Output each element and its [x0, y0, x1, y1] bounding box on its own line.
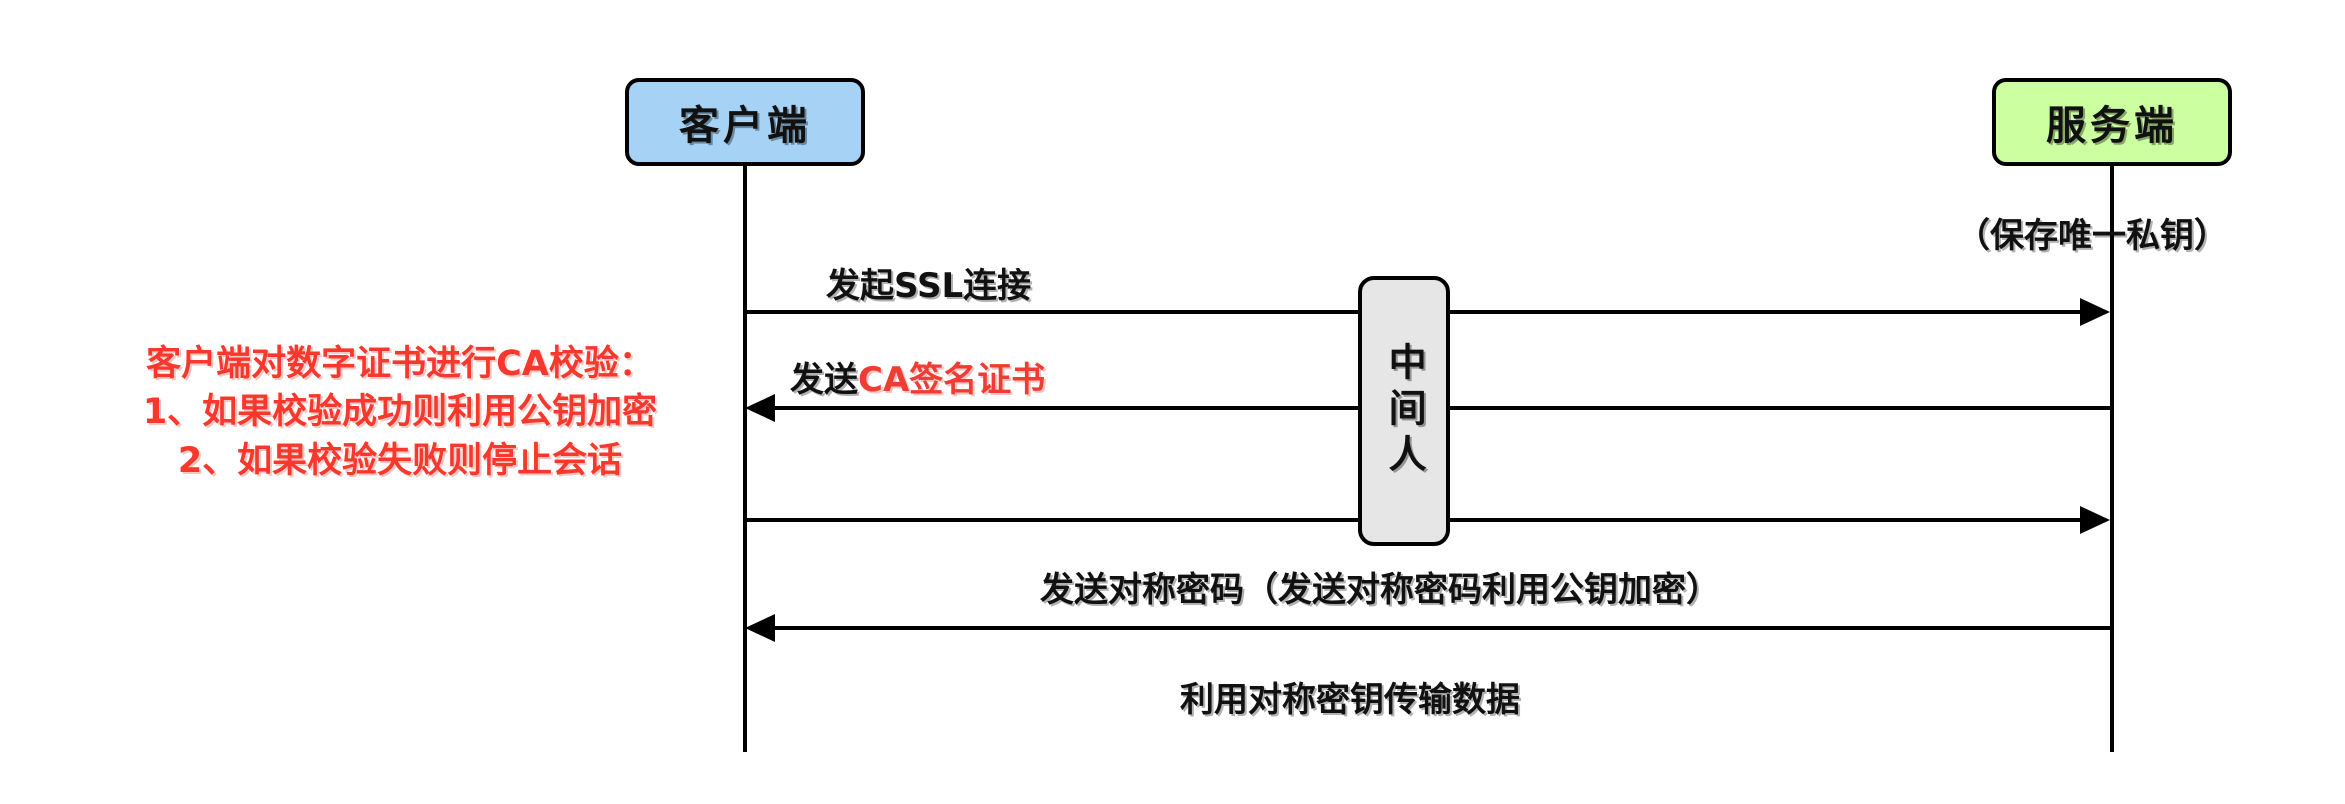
message-4-label-text: 利用对称密钥传输数据: [1180, 680, 1520, 720]
message-4-line: [775, 626, 2112, 630]
message-3-label-text: 发送对称密码（发送对称密码利用公钥加密）: [1040, 570, 1720, 610]
message-1-arrowhead: [2080, 298, 2110, 326]
participant-server[interactable]: 服务端: [1992, 78, 2232, 166]
message-4-arrowhead: [745, 614, 775, 642]
message-2-label-text-accent: CA签名证书: [858, 360, 1046, 400]
client-note-line-2: 1、如果校验成功则利用公钥加密: [142, 392, 658, 433]
participant-client[interactable]: 客户端: [625, 78, 865, 166]
message-1-label-text: 发起SSL连接: [826, 266, 1032, 306]
client-note-line-3: 2、如果校验失败则停止会话: [177, 440, 623, 481]
client-ca-verification-note: 客户端对数字证书进行CA校验： 1、如果校验成功则利用公钥加密 2、如果校验失败…: [60, 340, 740, 485]
message-2-label: 发送CA签名证书: [790, 352, 1045, 401]
participant-client-label: 客户端: [679, 103, 811, 149]
server-lifeline: [2110, 166, 2114, 752]
actor-man-in-the-middle-label: 中间人: [1382, 342, 1427, 480]
actor-man-in-the-middle[interactable]: 中间人: [1358, 276, 1450, 546]
server-private-key-note: （保存唯一私钥）: [1956, 216, 2228, 256]
message-3-arrowhead: [2080, 506, 2110, 534]
client-note-line-1: 客户端对数字证书进行CA校验：: [146, 344, 654, 384]
client-lifeline: [743, 166, 747, 752]
message-2-arrowhead: [745, 394, 775, 422]
message-4-label: 利用对称密钥传输数据: [1180, 672, 1520, 721]
message-3-label: 发送对称密码（发送对称密码利用公钥加密）: [1040, 562, 1720, 611]
message-2-label-text-plain: 发送: [790, 360, 858, 400]
message-1-label: 发起SSL连接: [826, 258, 1031, 307]
participant-server-label: 服务端: [2046, 103, 2178, 149]
